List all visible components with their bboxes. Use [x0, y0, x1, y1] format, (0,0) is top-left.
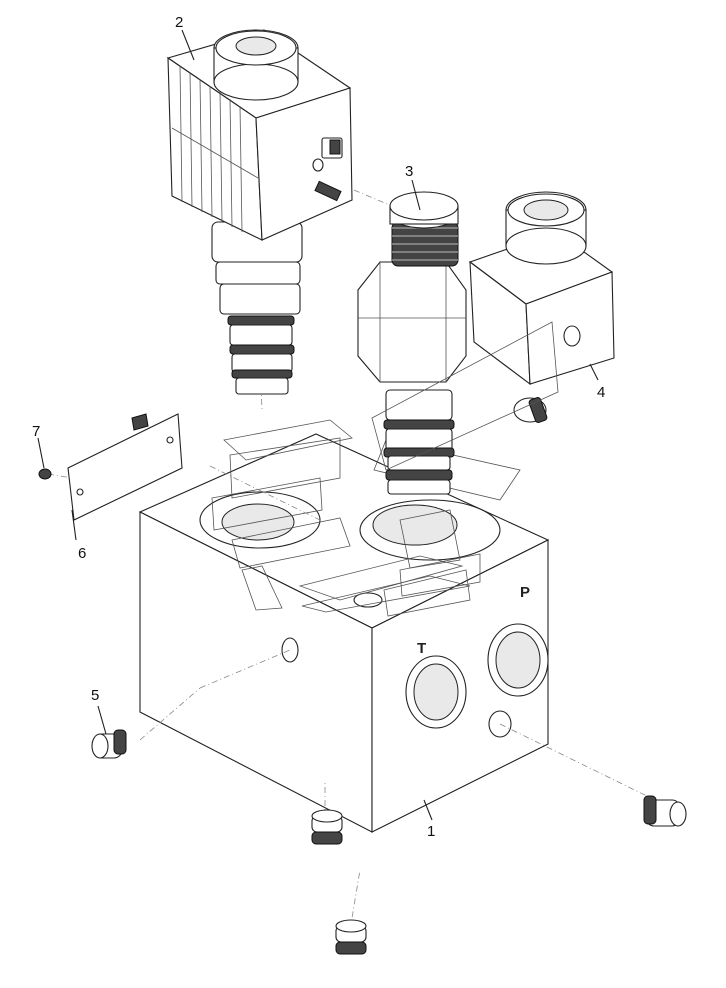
seal-plate-outlines	[211, 419, 521, 617]
solenoid-coil-right	[371, 191, 615, 471]
callout-2: 2	[175, 14, 183, 31]
plug-bottom	[335, 919, 367, 955]
callout-4: 4	[597, 384, 605, 401]
port-t-label: T	[417, 640, 426, 657]
callout-7: 7	[32, 423, 40, 440]
callout-5: 5	[91, 687, 99, 704]
callout-6: 6	[78, 545, 86, 562]
assembly-lines	[47, 179, 656, 931]
port-p-label: P	[520, 584, 530, 601]
cartridge-valve-center	[357, 191, 467, 495]
screw	[38, 468, 52, 480]
callout-1: 1	[427, 823, 435, 840]
mounting-plate	[67, 413, 183, 521]
plug-front-right	[643, 795, 687, 827]
plug-bottom-center	[311, 809, 343, 845]
plug-left	[91, 729, 127, 759]
leader-lines	[37, 29, 599, 821]
solenoid-valve-left	[166, 29, 353, 395]
callout-3: 3	[405, 163, 413, 180]
manifold-block	[138, 433, 550, 833]
